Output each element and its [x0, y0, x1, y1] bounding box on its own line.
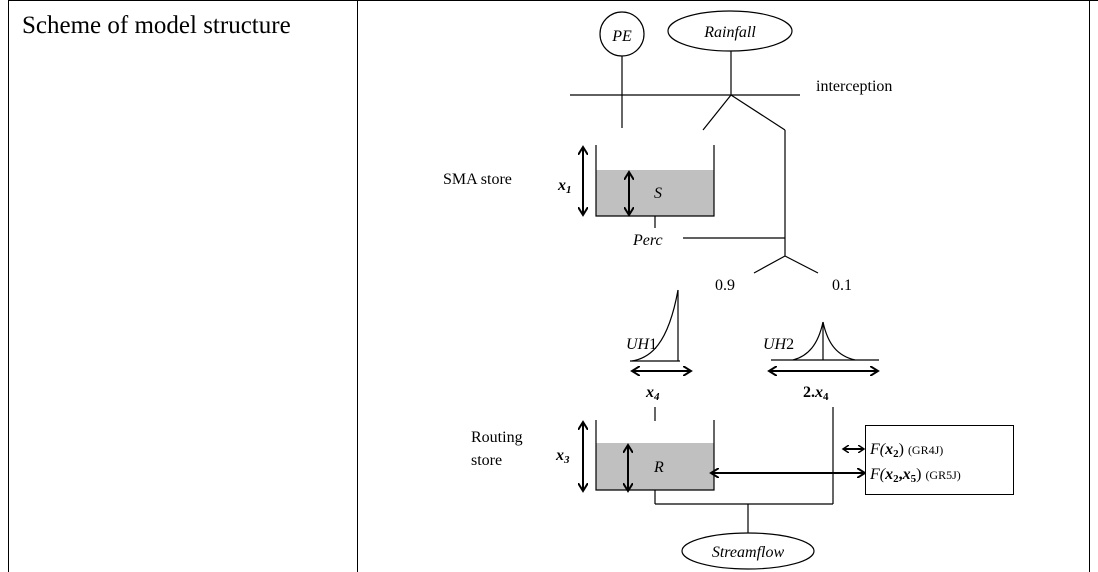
input-lines	[621, 51, 732, 128]
rainfall-split	[702, 94, 786, 238]
split-right-label: 0.1	[832, 277, 852, 294]
exchange-box	[865, 425, 1014, 495]
uh1-curve	[630, 289, 680, 362]
split-left-label: 0.9	[715, 277, 735, 294]
routing-store-label-2: store	[471, 452, 502, 469]
exchange-gr5j: F(x2,x5)(GR5J)	[869, 466, 961, 485]
routing-store	[595, 420, 715, 491]
x1-label: x1	[557, 177, 572, 196]
sma-store-label: SMA store	[443, 171, 512, 188]
streamflow-node: Streamflow	[681, 532, 815, 570]
s-label: S	[654, 185, 662, 202]
uh1-label: UH1	[626, 336, 657, 353]
uh2-curve	[771, 321, 879, 361]
uh2-label: UH2	[763, 336, 794, 353]
x4-label: x4	[645, 384, 660, 403]
pe-node: PE	[599, 11, 645, 57]
r-label: R	[653, 459, 664, 476]
x3-label: x3	[555, 447, 570, 466]
streamflow-label: Streamflow	[712, 544, 785, 561]
rainfall-node: Rainfall	[667, 10, 793, 52]
table-cell-label: Scheme of model structure	[22, 12, 291, 39]
outflow-lines	[654, 490, 833, 534]
table-grid	[8, 0, 1098, 572]
two-x4-label: 2.x4	[803, 384, 829, 403]
routing-split	[753, 238, 819, 274]
perc-label: Perc	[632, 232, 663, 249]
rainfall-label: Rainfall	[703, 24, 756, 41]
interception-label: interception	[816, 78, 892, 95]
pe-label: PE	[611, 28, 632, 45]
routing-store-label-1: Routing	[471, 429, 523, 446]
sma-store	[595, 145, 715, 228]
exchange-gr4j: F(x2)(GR4J)	[869, 441, 943, 460]
